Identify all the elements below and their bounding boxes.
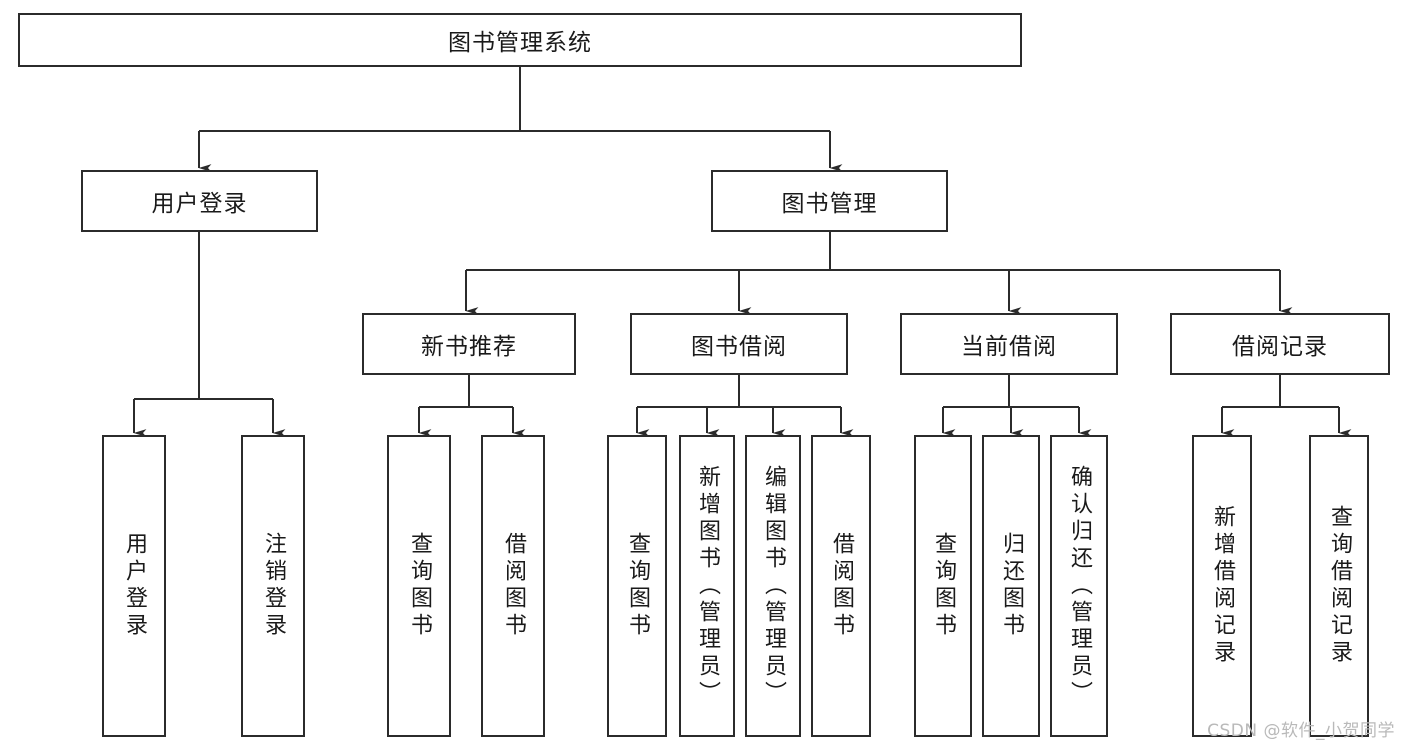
node-book-management-label: 图书管理 xyxy=(781,191,878,217)
node-current-borrow-label: 当前借阅 xyxy=(961,334,1057,360)
node-borrow-records[interactable]: 借阅记录 xyxy=(1170,313,1390,375)
node-root-label: 图书管理系统 xyxy=(448,30,592,56)
node-book-borrow[interactable]: 图书借阅 xyxy=(630,313,848,375)
node-book-management[interactable]: 图书管理 xyxy=(711,170,948,232)
leaf-records-query-record[interactable]: 查询借阅记录 xyxy=(1309,435,1369,737)
node-new-book-recommend-label: 新书推荐 xyxy=(421,334,517,360)
node-borrow-records-label: 借阅记录 xyxy=(1232,334,1328,360)
leaf-current-confirm-return-admin[interactable]: 确认归还（管理员） xyxy=(1050,435,1108,737)
leaf-current-return-book-label: 归还图书 xyxy=(999,532,1024,640)
node-new-book-recommend[interactable]: 新书推荐 xyxy=(362,313,576,375)
node-book-borrow-label: 图书借阅 xyxy=(691,334,787,360)
leaf-borrow-query-book-label: 查询图书 xyxy=(625,532,650,640)
node-current-borrow[interactable]: 当前借阅 xyxy=(900,313,1118,375)
leaf-current-return-book[interactable]: 归还图书 xyxy=(982,435,1040,737)
leaf-borrow-query-book[interactable]: 查询图书 xyxy=(607,435,667,737)
leaf-user-login[interactable]: 用户登录 xyxy=(102,435,166,737)
watermark-text: CSDN @软件_小贺同学 xyxy=(1207,721,1395,741)
leaf-user-login-label: 用户登录 xyxy=(122,532,147,640)
node-user-login[interactable]: 用户登录 xyxy=(81,170,318,232)
leaf-records-add-record-label: 新增借阅记录 xyxy=(1210,505,1235,667)
leaf-current-confirm-return-admin-label: 确认归还（管理员） xyxy=(1067,464,1092,708)
leaf-user-logout-label: 注销登录 xyxy=(261,532,286,640)
leaf-borrow-edit-book-admin-label: 编辑图书（管理员） xyxy=(761,464,786,708)
leaf-borrow-lend-book[interactable]: 借阅图书 xyxy=(811,435,871,737)
leaf-current-query-book[interactable]: 查询图书 xyxy=(914,435,972,737)
leaf-borrow-edit-book-admin[interactable]: 编辑图书（管理员） xyxy=(745,435,801,737)
leaf-borrow-add-book-admin-label: 新增图书（管理员） xyxy=(695,464,720,708)
leaf-borrow-add-book-admin[interactable]: 新增图书（管理员） xyxy=(679,435,735,737)
leaf-borrow-lend-book-label: 借阅图书 xyxy=(829,532,854,640)
node-root[interactable]: 图书管理系统 xyxy=(18,13,1022,67)
node-user-login-label: 用户登录 xyxy=(151,191,248,217)
leaf-user-logout[interactable]: 注销登录 xyxy=(241,435,305,737)
leaf-current-query-book-label: 查询图书 xyxy=(931,532,956,640)
leaf-records-query-record-label: 查询借阅记录 xyxy=(1327,505,1352,667)
leaf-newbook-borrow-book[interactable]: 借阅图书 xyxy=(481,435,545,737)
leaf-records-add-record[interactable]: 新增借阅记录 xyxy=(1192,435,1252,737)
leaf-newbook-borrow-book-label: 借阅图书 xyxy=(501,532,526,640)
leaf-newbook-query-book-label: 查询图书 xyxy=(407,532,432,640)
leaf-newbook-query-book[interactable]: 查询图书 xyxy=(387,435,451,737)
